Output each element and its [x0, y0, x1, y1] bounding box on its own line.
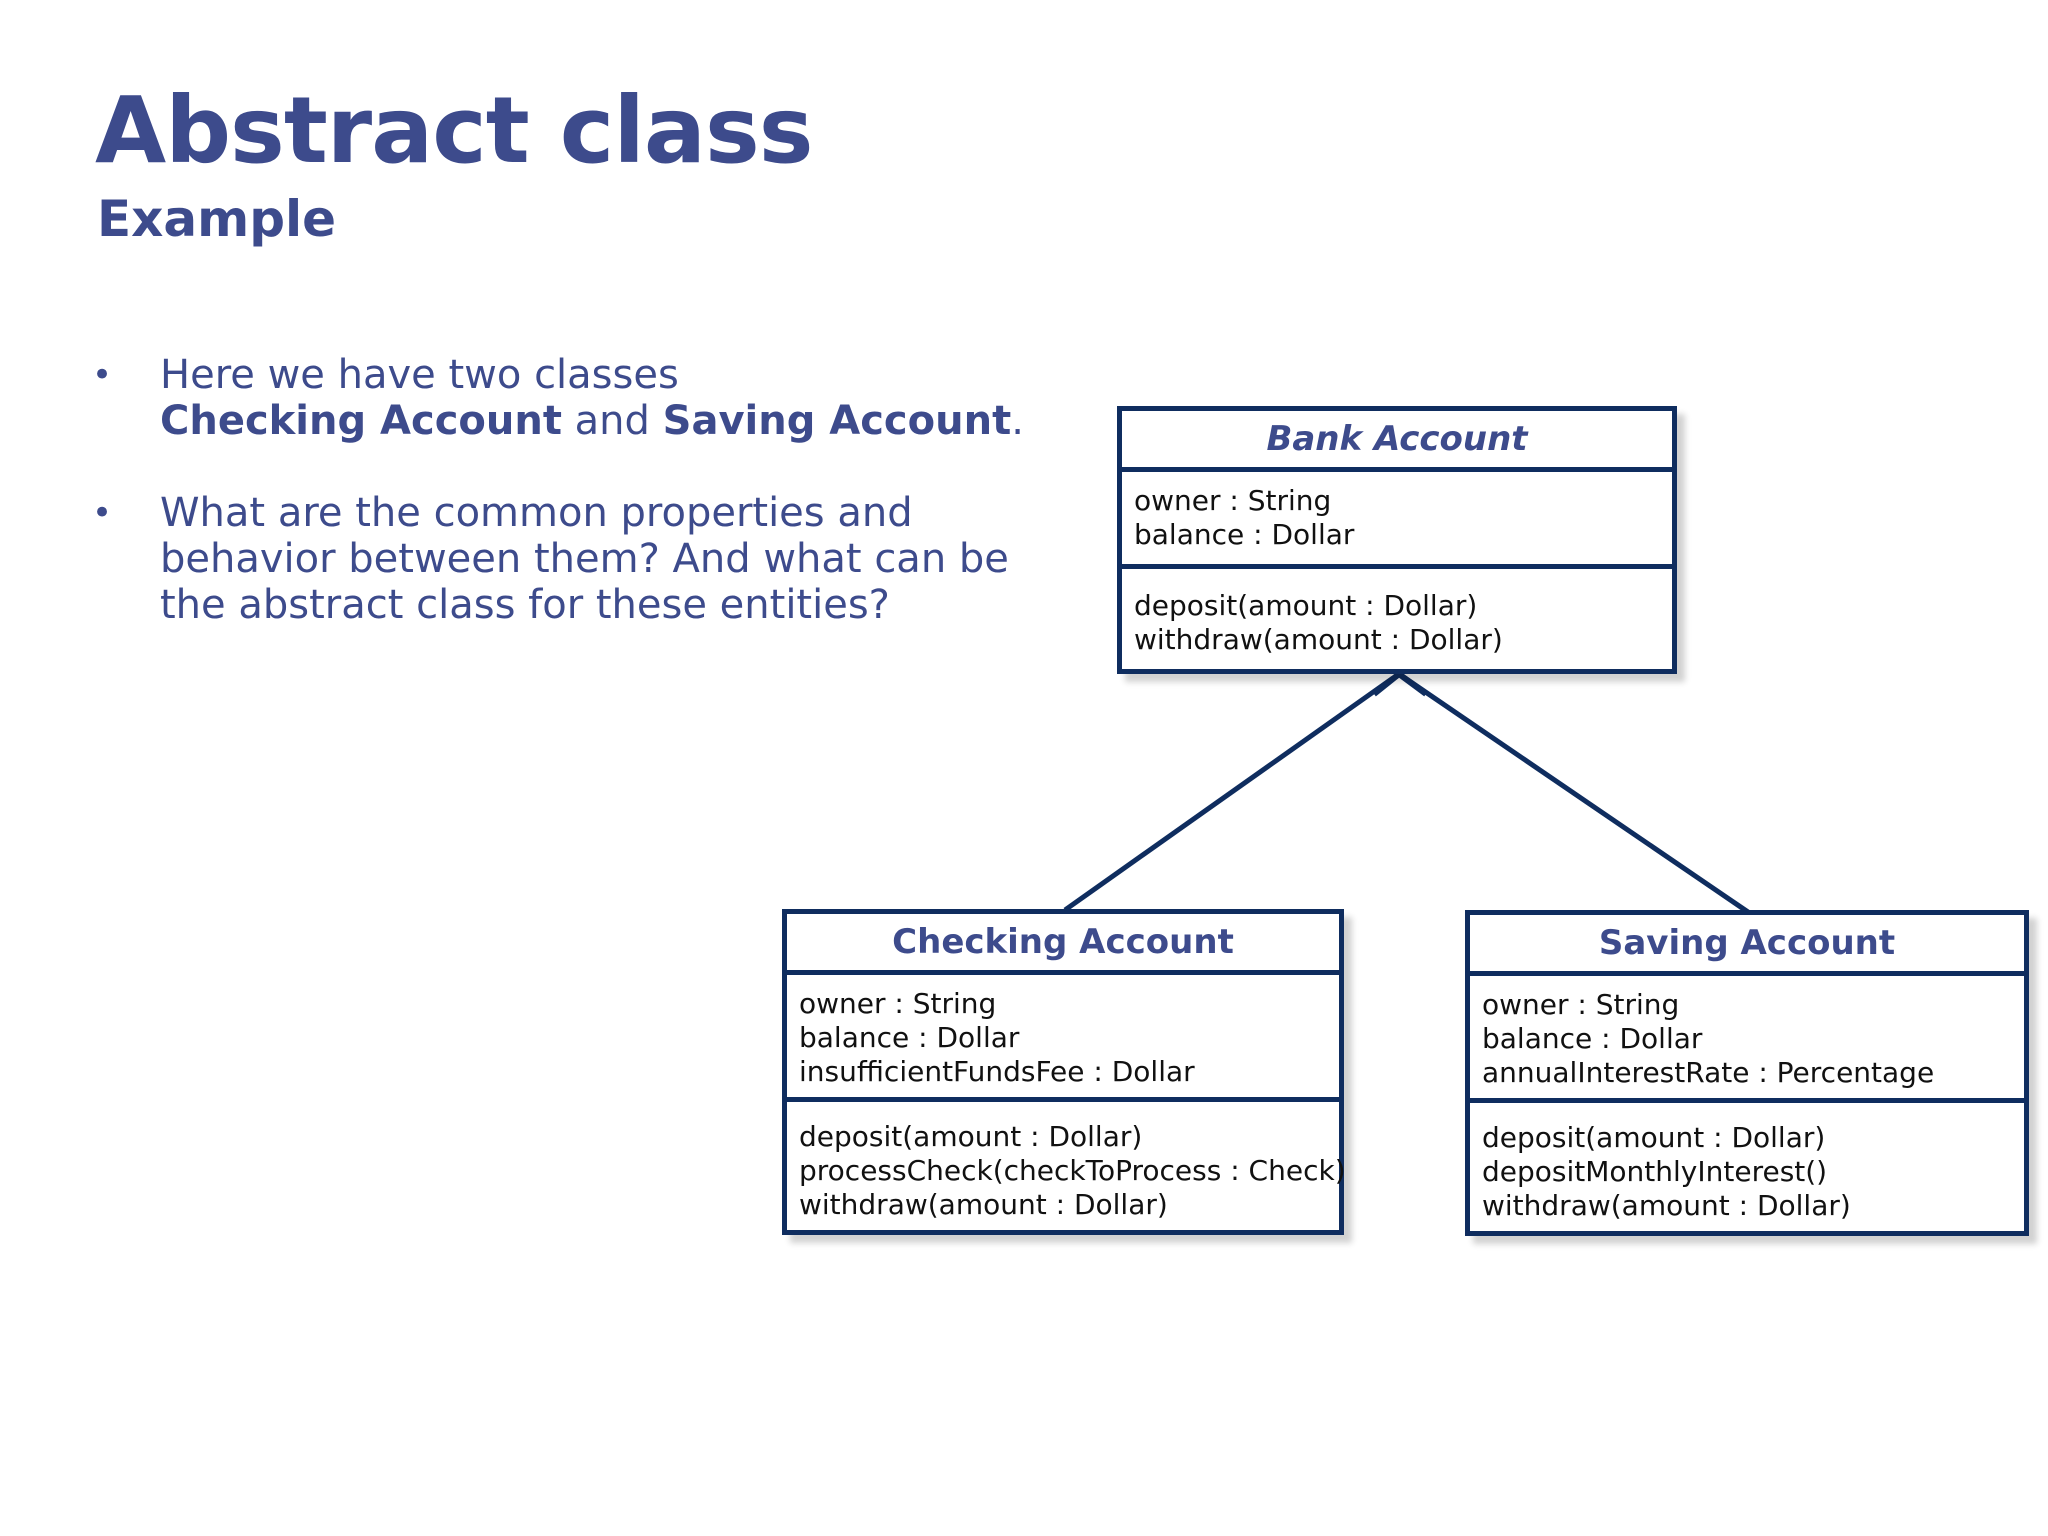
operation: withdraw(amount : Dollar) [1134, 623, 1503, 656]
attribute: balance : Dollar [1482, 1022, 1703, 1055]
bullet-text: . [1011, 398, 1024, 444]
class-attributes: owner : String balance : Dollar annualIn… [1470, 976, 2024, 1103]
slide-title: Abstract class [95, 77, 813, 184]
attribute: annualInterestRate : Percentage [1482, 1056, 1935, 1089]
attribute: owner : String [1134, 484, 1332, 517]
operation: withdraw(amount : Dollar) [1482, 1189, 1851, 1222]
class-operations: deposit(amount : Dollar) withdraw(amount… [1122, 569, 1672, 669]
class-name: Saving Account [1470, 915, 2024, 976]
operation: deposit(amount : Dollar) [1134, 589, 1478, 622]
attribute: owner : String [799, 987, 997, 1020]
class-operations: deposit(amount : Dollar) depositMonthlyI… [1470, 1103, 2024, 1231]
bullet-bold-term: Saving Account [662, 398, 1012, 444]
saving-to-bank-line [1403, 675, 1750, 915]
arrowhead-icon [1372, 670, 1428, 697]
bullet-dot: • [92, 355, 113, 395]
attribute: balance : Dollar [799, 1021, 1020, 1054]
bullet-dot: • [92, 493, 113, 533]
class-bank-account: Bank Account owner : String balance : Do… [1117, 406, 1677, 674]
class-saving-account: Saving Account owner : String balance : … [1465, 910, 2029, 1236]
attribute: balance : Dollar [1134, 518, 1355, 551]
class-attributes: owner : String balance : Dollar [1122, 472, 1672, 569]
operation: deposit(amount : Dollar) [799, 1120, 1143, 1153]
bullet-text: behavior between them? And what can be [160, 536, 1009, 582]
operation: depositMonthlyInterest() [1482, 1155, 1828, 1188]
bullet-list: • Here we have two classes Checking Acco… [90, 352, 1024, 674]
bullet-text: the abstract class for these entities? [160, 582, 890, 628]
slide-subtitle: Example [97, 190, 337, 248]
bullet-text: Checking Account and Saving Account. [160, 398, 1024, 444]
class-name: Bank Account [1122, 411, 1672, 472]
bullet-text: What are the common properties and [160, 490, 913, 536]
class-checking-account: Checking Account owner : String balance … [782, 909, 1346, 1235]
bullet-text: and [561, 398, 663, 444]
bullet-bold-term: Checking Account [160, 398, 562, 444]
class-name: Checking Account [787, 914, 1339, 975]
checking-to-bank-line [1063, 675, 1395, 913]
bullet-text: Here we have two classes [160, 352, 679, 398]
operation: deposit(amount : Dollar) [1482, 1121, 1826, 1154]
attribute: owner : String [1482, 988, 1680, 1021]
class-attributes: owner : String balance : Dollar insuffic… [787, 975, 1339, 1102]
class-operations: deposit(amount : Dollar) processCheck(ch… [787, 1102, 1346, 1230]
attribute: insufficientFundsFee : Dollar [799, 1055, 1195, 1088]
operation: processCheck(checkToProcess : Check) [799, 1154, 1346, 1187]
operation: withdraw(amount : Dollar) [799, 1188, 1168, 1221]
bullet-item-1: • Here we have two classes Checking Acco… [90, 352, 1024, 444]
bullet-item-2: • What are the common properties and beh… [90, 490, 1009, 628]
